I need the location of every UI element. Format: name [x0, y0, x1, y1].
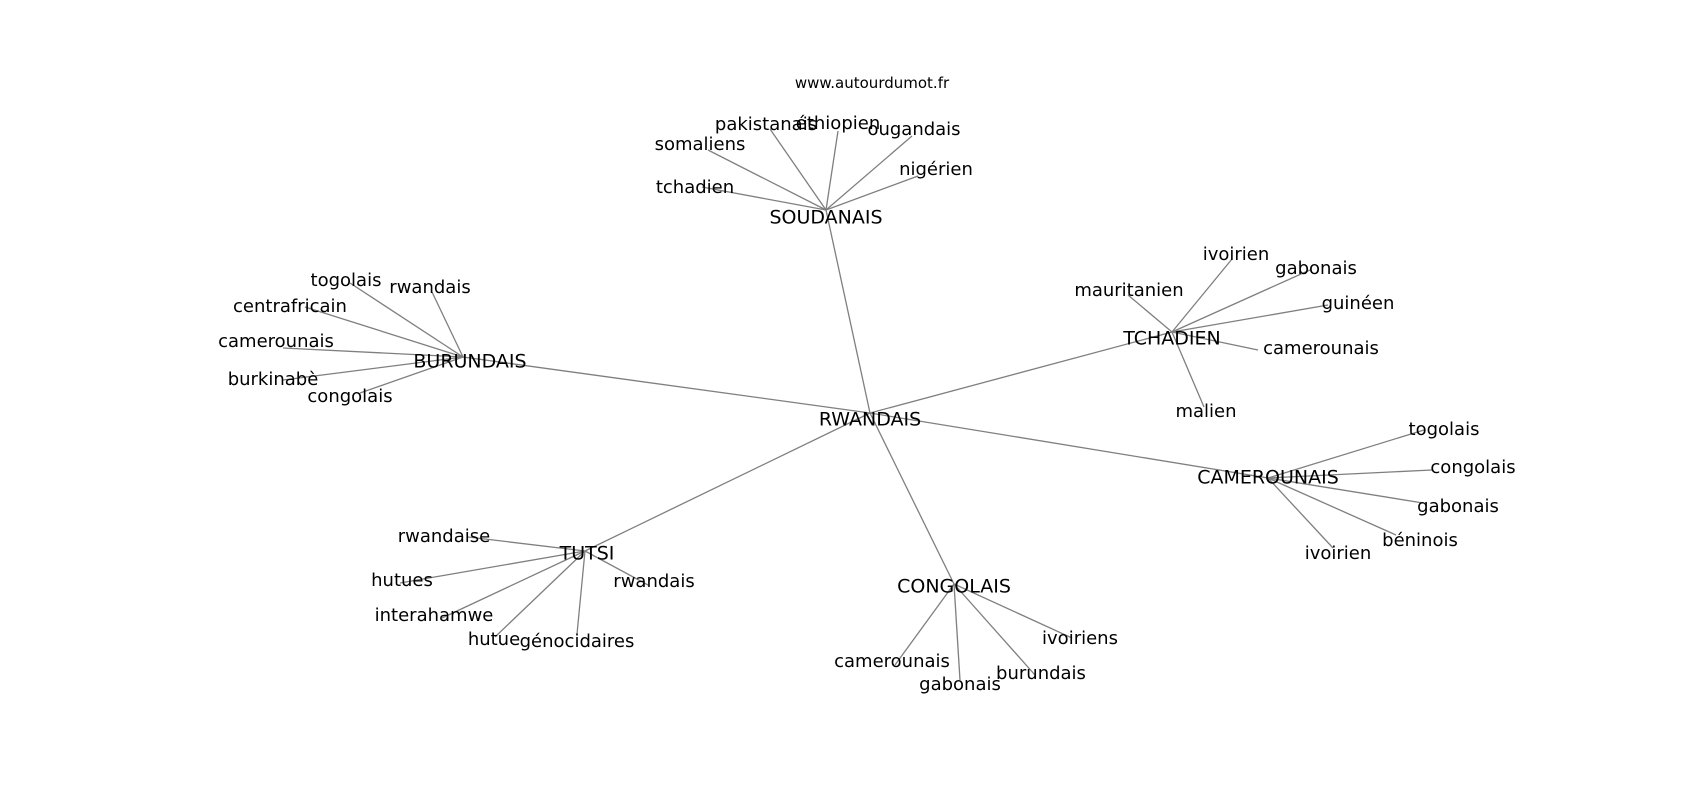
hub-node-label[interactable]: SOUDANAIS — [769, 207, 882, 229]
leaf-node-label[interactable]: génocidaires — [520, 631, 635, 652]
hub-node-label[interactable]: CONGOLAIS — [897, 576, 1011, 598]
hub-node-label[interactable]: TUTSI — [559, 543, 615, 565]
edge-hub-leaf — [359, 356, 464, 394]
edge-root-hub — [869, 412, 955, 585]
leaf-node-label[interactable]: camerounais — [834, 651, 950, 672]
watermark: www.autourdumot.fr — [795, 74, 950, 92]
leaf-node-label[interactable]: gabonais — [919, 674, 1001, 695]
edge-hub-leaf — [1267, 477, 1397, 536]
edge-hub-leaf — [441, 550, 586, 619]
edge-hub-leaf — [467, 536, 586, 552]
leaf-node-label[interactable]: gabonais — [1275, 258, 1357, 279]
edge-hub-leaf — [349, 282, 464, 358]
graph-edges — [282, 128, 1433, 681]
edge-hub-leaf — [1171, 258, 1233, 333]
edge-hub-leaf — [707, 149, 827, 211]
leaf-node-label[interactable]: rwandais — [389, 277, 470, 298]
edge-hub-leaf — [1267, 477, 1424, 504]
leaf-node-label[interactable]: malien — [1175, 401, 1236, 422]
edge-root-hub — [584, 412, 871, 552]
leaf-node-label[interactable]: camerounais — [1263, 338, 1379, 359]
edge-hub-leaf — [431, 291, 464, 358]
leaf-node-label[interactable]: mauritanien — [1074, 280, 1183, 301]
leaf-node-label[interactable]: gabonais — [1417, 496, 1499, 517]
edge-hub-leaf — [1267, 477, 1334, 549]
edge-hub-leaf — [701, 186, 827, 211]
edge-hub-leaf — [1267, 469, 1433, 479]
leaf-node-label[interactable]: rwandaise — [398, 526, 490, 547]
leaf-node-label[interactable]: ivoiriens — [1042, 628, 1118, 649]
leaf-node-label[interactable]: congolais — [1430, 457, 1515, 478]
edge-hub-leaf — [825, 135, 913, 211]
edge-hub-leaf — [304, 306, 464, 358]
edge-hub-leaf — [825, 130, 839, 211]
edge-hub-leaf — [1171, 269, 1311, 333]
leaf-node-label[interactable]: guinéen — [1322, 293, 1395, 314]
leaf-node-label[interactable]: burkinabè — [228, 369, 319, 390]
edge-hub-leaf — [494, 550, 586, 638]
edge-root-hub — [869, 331, 1173, 414]
edge-root-hub — [825, 209, 871, 414]
leaf-node-label[interactable]: somaliens — [655, 134, 746, 155]
edge-hub-leaf — [1267, 429, 1425, 479]
leaf-node-label[interactable]: béninois — [1382, 530, 1458, 551]
root-node-label[interactable]: RWANDAIS — [819, 409, 921, 431]
edge-hub-leaf — [825, 175, 919, 211]
edge-hub-leaf — [953, 583, 1073, 639]
edge-hub-leaf — [282, 356, 464, 381]
leaf-node-label[interactable]: ivoirien — [1305, 543, 1372, 564]
leaf-node-label[interactable]: pakistanais — [715, 114, 817, 135]
edge-root-hub — [462, 356, 871, 414]
hub-node-label[interactable]: CAMEROUNAIS — [1197, 467, 1339, 489]
edge-hub-leaf — [1127, 294, 1173, 333]
edge-hub-leaf — [282, 347, 464, 358]
edge-hub-leaf — [584, 550, 649, 586]
leaf-node-label[interactable]: ivoirien — [1203, 244, 1270, 265]
hub-node-label[interactable]: BURUNDAIS — [413, 351, 526, 373]
leaf-node-label[interactable]: hutue — [468, 629, 520, 650]
leaf-node-label[interactable]: togolais — [1409, 419, 1480, 440]
edge-root-hub — [869, 412, 1269, 479]
edge-hub-leaf — [1171, 331, 1259, 351]
leaf-node-label[interactable]: togolais — [311, 270, 382, 291]
leaf-node-label[interactable]: camerounais — [218, 331, 334, 352]
edge-hub-leaf — [1171, 304, 1329, 333]
leaf-node-label[interactable]: éthiopien — [796, 113, 880, 134]
edge-hub-leaf — [894, 583, 955, 666]
leaf-node-label[interactable]: ougandais — [867, 119, 960, 140]
hub-node-label[interactable]: TCHADIEN — [1122, 328, 1221, 350]
leaf-node-label[interactable]: tchadien — [656, 177, 734, 198]
edge-hub-leaf — [1171, 331, 1205, 408]
edge-hub-leaf — [576, 550, 586, 635]
leaf-node-label[interactable]: centrafricain — [233, 296, 347, 317]
leaf-node-label[interactable]: rwandais — [613, 571, 694, 592]
edge-hub-leaf — [953, 583, 961, 681]
graph-labels: www.autourdumot.fr RWANDAIS SOUDANAIS tcha… — [218, 74, 1515, 695]
edge-hub-leaf — [769, 128, 827, 211]
leaf-node-label[interactable]: burundais — [996, 663, 1086, 684]
leaf-node-label[interactable]: congolais — [307, 386, 392, 407]
edge-hub-leaf — [399, 550, 586, 584]
leaf-node-label[interactable]: nigérien — [899, 159, 973, 180]
edge-hub-leaf — [953, 583, 1036, 676]
leaf-node-label[interactable]: hutues — [371, 570, 433, 591]
leaf-node-label[interactable]: interahamwe — [375, 605, 494, 626]
